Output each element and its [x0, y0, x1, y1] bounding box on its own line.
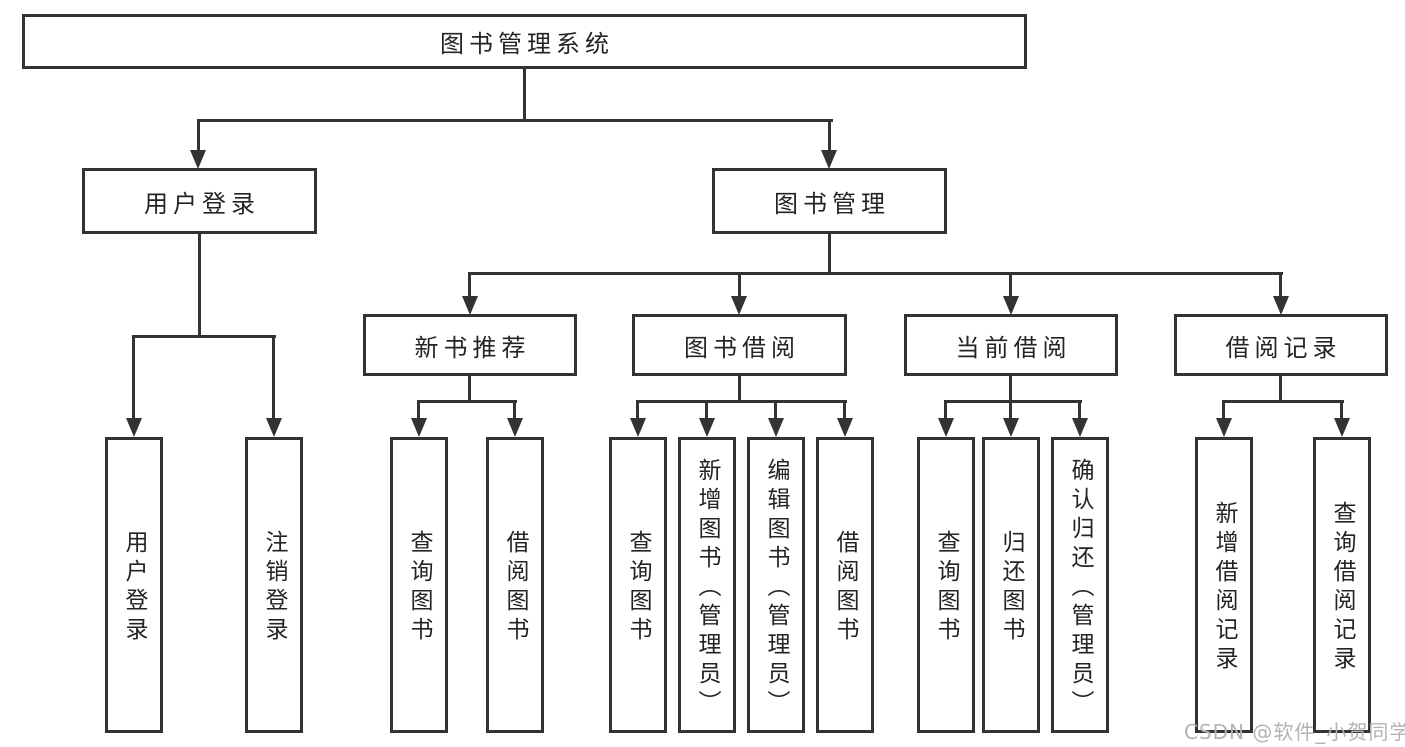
node-bb-query-books: 查询图书 — [609, 437, 667, 733]
node-bb-add-books-label: 新增图书（管理员） — [694, 457, 720, 719]
node-bb-query-books-label: 查询图书 — [625, 530, 651, 646]
connector-line — [1340, 400, 1343, 421]
node-cb-return-books: 归还图书 — [982, 437, 1040, 733]
connector-line — [738, 376, 741, 403]
connector-line — [738, 272, 741, 299]
arrow-down-icon — [1273, 296, 1289, 315]
node-user-login: 用户登录 — [82, 168, 317, 234]
connector-line — [272, 335, 275, 421]
connector-line — [132, 335, 135, 421]
connector-line — [1279, 376, 1282, 403]
connector-line — [774, 400, 777, 421]
node-leaf-user-login: 用户登录 — [105, 437, 163, 733]
node-bb-edit-books: 编辑图书（管理员） — [747, 437, 805, 733]
arrow-down-icon — [699, 418, 715, 437]
connector-line — [197, 119, 200, 152]
node-bb-borrow-books-label: 借阅图书 — [832, 530, 858, 646]
connector-line — [828, 234, 831, 275]
node-rec-borrow-books-label: 借阅图书 — [502, 530, 528, 646]
connector-line — [513, 400, 516, 421]
node-book-borrowing-label: 图书借阅 — [684, 333, 800, 362]
arrow-down-icon — [1003, 296, 1019, 315]
connector-line — [417, 400, 420, 421]
connector-line — [636, 400, 639, 421]
connector-line — [944, 400, 947, 421]
connector-line — [468, 272, 1283, 275]
watermark: CSDN @软件_小贺同学 — [1184, 720, 1405, 744]
node-current-borrowing: 当前借阅 — [904, 314, 1118, 376]
arrow-down-icon — [731, 296, 747, 315]
node-borrowing-records-label: 借阅记录 — [1225, 333, 1342, 362]
connector-line — [1009, 272, 1012, 299]
connector-line — [1009, 400, 1012, 421]
arrow-down-icon — [1334, 418, 1350, 437]
connector-line — [468, 272, 471, 299]
arrow-down-icon — [126, 418, 142, 437]
connector-line — [197, 119, 833, 122]
connector-line — [1009, 376, 1012, 403]
node-leaf-logout-label: 注销登录 — [261, 530, 287, 646]
connector-line — [468, 376, 471, 403]
connector-line — [133, 335, 276, 338]
node-current-borrowing-label: 当前借阅 — [955, 333, 1072, 362]
node-rec-query-books-label: 查询图书 — [406, 530, 432, 646]
node-bb-edit-books-label: 编辑图书（管理员） — [763, 457, 789, 719]
arrow-down-icon — [190, 150, 206, 169]
node-cb-return-books-label: 归还图书 — [998, 530, 1024, 646]
node-cb-confirm-return-label: 确认归还（管理员） — [1067, 457, 1093, 719]
node-cb-query-books: 查询图书 — [917, 437, 975, 733]
arrow-down-icon — [768, 418, 784, 437]
arrow-down-icon — [630, 418, 646, 437]
connector-line — [636, 400, 847, 403]
node-borrowing-records: 借阅记录 — [1174, 314, 1388, 376]
node-root-label: 图书管理系统 — [440, 30, 614, 58]
arrow-down-icon — [411, 418, 427, 437]
arrow-down-icon — [1072, 418, 1088, 437]
node-br-add-record-label: 新增借阅记录 — [1211, 501, 1237, 675]
node-leaf-logout: 注销登录 — [245, 437, 303, 733]
arrow-down-icon — [266, 418, 282, 437]
node-book-management: 图书管理 — [712, 168, 947, 234]
arrow-down-icon — [821, 150, 837, 169]
node-rec-borrow-books: 借阅图书 — [486, 437, 544, 733]
node-user-login-label: 用户登录 — [144, 189, 260, 218]
node-new-book-recommend: 新书推荐 — [363, 314, 577, 376]
arrow-down-icon — [938, 418, 954, 437]
connector-line — [944, 400, 1082, 403]
connector-line — [523, 69, 526, 122]
connector-line — [1279, 272, 1282, 299]
node-leaf-user-login-label: 用户登录 — [121, 530, 147, 646]
node-br-add-record: 新增借阅记录 — [1195, 437, 1253, 733]
arrow-down-icon — [1216, 418, 1232, 437]
node-new-book-recommend-label: 新书推荐 — [414, 333, 531, 362]
arrow-down-icon — [837, 418, 853, 437]
node-book-borrowing: 图书借阅 — [632, 314, 847, 376]
connector-line — [1078, 400, 1081, 421]
arrow-down-icon — [1003, 418, 1019, 437]
connector-line — [843, 400, 846, 421]
connector-line — [1222, 400, 1225, 421]
node-br-query-record-label: 查询借阅记录 — [1329, 501, 1355, 675]
node-rec-query-books: 查询图书 — [390, 437, 448, 733]
connector-line — [198, 234, 201, 338]
node-br-query-record: 查询借阅记录 — [1313, 437, 1371, 733]
arrow-down-icon — [462, 296, 478, 315]
node-cb-query-books-label: 查询图书 — [933, 530, 959, 646]
connector-line — [828, 119, 831, 152]
node-root: 图书管理系统 — [22, 14, 1027, 69]
node-book-management-label: 图书管理 — [774, 189, 890, 218]
arrow-down-icon — [507, 418, 523, 437]
node-cb-confirm-return: 确认归还（管理员） — [1051, 437, 1109, 733]
node-bb-borrow-books: 借阅图书 — [816, 437, 874, 733]
connector-line — [705, 400, 708, 421]
connector-line — [417, 400, 517, 403]
node-bb-add-books: 新增图书（管理员） — [678, 437, 736, 733]
connector-line — [1222, 400, 1344, 403]
